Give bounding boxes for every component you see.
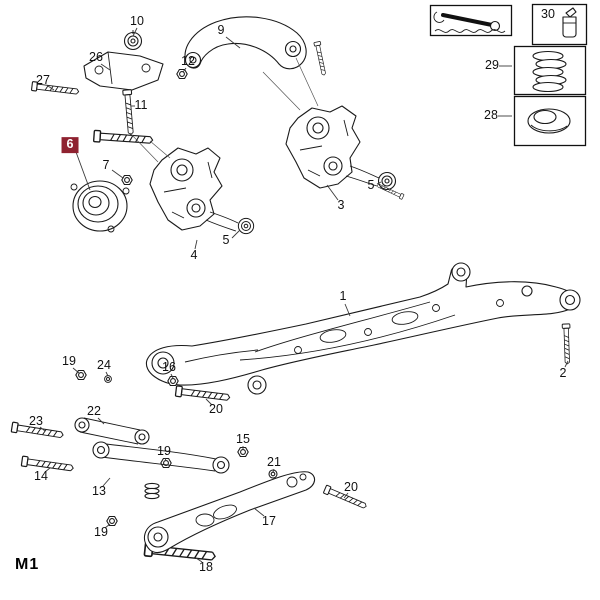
leader-line-27 bbox=[47, 85, 55, 91]
leader-line-19 bbox=[164, 457, 167, 462]
leader-line-16 bbox=[170, 373, 174, 379]
leader-line-4 bbox=[194, 239, 198, 250]
leader-line-17 bbox=[253, 507, 265, 517]
callout-19[interactable]: 19 bbox=[94, 525, 108, 540]
callout-23[interactable]: 23 bbox=[29, 414, 43, 429]
leader-line-19 bbox=[72, 367, 80, 374]
bolt-2 bbox=[561, 323, 572, 365]
leader-line-1 bbox=[344, 303, 351, 317]
part-trailing-arm-17 bbox=[143, 471, 316, 553]
callout-15[interactable]: 15 bbox=[236, 432, 250, 447]
bolt-20-a bbox=[174, 385, 231, 404]
callout-13[interactable]: 13 bbox=[92, 484, 106, 499]
callout-6[interactable]: 6 bbox=[61, 137, 79, 153]
callout-5[interactable]: 5 bbox=[367, 178, 375, 193]
leader-line-12 bbox=[182, 67, 187, 73]
callout-12[interactable]: 12 bbox=[181, 54, 195, 69]
seal-icon bbox=[527, 108, 571, 134]
callout-28[interactable]: 28 bbox=[484, 108, 498, 123]
nut-7 bbox=[121, 174, 133, 186]
leader-line-26 bbox=[100, 63, 111, 71]
leader-line-7 bbox=[111, 169, 124, 179]
leader-line-5 bbox=[231, 229, 241, 239]
callout-16[interactable]: 16 bbox=[162, 360, 176, 375]
part-subframe bbox=[145, 262, 581, 395]
callout-20[interactable]: 20 bbox=[209, 402, 223, 417]
part-knuckle-left-4 bbox=[149, 147, 239, 232]
part-small-coil bbox=[144, 482, 160, 500]
leader-line-21 bbox=[272, 468, 275, 473]
bushing-5-left bbox=[237, 217, 255, 235]
leader-line-18 bbox=[195, 557, 203, 563]
bolt-upper-arm bbox=[313, 40, 328, 77]
callout-1[interactable]: 1 bbox=[339, 289, 347, 304]
callout-29[interactable]: 29 bbox=[485, 58, 499, 73]
leader-lines-layer bbox=[39, 27, 569, 563]
grease-bottle-icon bbox=[562, 7, 577, 38]
callout-19[interactable]: 19 bbox=[157, 444, 171, 459]
part-upper-control-arm bbox=[184, 16, 307, 70]
leader-line-10 bbox=[132, 27, 138, 37]
callout-30[interactable]: 30 bbox=[541, 7, 555, 22]
leader-line-23 bbox=[39, 426, 46, 432]
leader-line-20 bbox=[343, 492, 349, 499]
leader-line-20 bbox=[205, 398, 213, 406]
part-link-22 bbox=[74, 417, 150, 445]
part-rod-13 bbox=[92, 441, 230, 474]
bolt-near-7 bbox=[92, 129, 154, 147]
legend-grease-box bbox=[531, 3, 588, 46]
leader-line-9 bbox=[225, 36, 241, 49]
callout-26[interactable]: 26 bbox=[89, 50, 103, 65]
callout-9[interactable]: 9 bbox=[217, 23, 225, 38]
callout-21[interactable]: 21 bbox=[267, 455, 281, 470]
callout-11[interactable]: 11 bbox=[134, 98, 148, 113]
part-hub-6 bbox=[70, 180, 130, 233]
leader-line-2 bbox=[564, 360, 569, 368]
callout-27[interactable]: 27 bbox=[36, 73, 50, 88]
drawing-code-label: M1 bbox=[15, 556, 40, 573]
callout-7[interactable]: 7 bbox=[102, 158, 110, 173]
callout-5[interactable]: 5 bbox=[222, 233, 230, 248]
callout-4[interactable]: 4 bbox=[190, 248, 198, 263]
callout-2[interactable]: 2 bbox=[559, 366, 567, 381]
callout-20[interactable]: 20 bbox=[344, 480, 358, 495]
callout-17[interactable]: 17 bbox=[262, 514, 276, 529]
nut-12 bbox=[176, 68, 188, 80]
leader-line-14 bbox=[44, 467, 51, 473]
callout-22[interactable]: 22 bbox=[87, 404, 101, 419]
callout-14[interactable]: 14 bbox=[34, 469, 48, 484]
coil-spring-icon bbox=[532, 50, 567, 93]
callout-24[interactable]: 24 bbox=[97, 358, 111, 373]
leader-line-22 bbox=[97, 417, 105, 425]
leader-line-3 bbox=[326, 184, 339, 201]
legend bbox=[429, 3, 588, 147]
assembly-lines bbox=[129, 57, 319, 163]
callout-3[interactable]: 3 bbox=[337, 198, 345, 213]
wrench-icon bbox=[433, 11, 506, 33]
leader-line-24 bbox=[105, 371, 109, 377]
callout-19[interactable]: 19 bbox=[62, 354, 76, 369]
callout-18[interactable]: 18 bbox=[199, 560, 213, 575]
part-knuckle-right-3 bbox=[285, 105, 380, 189]
leader-line-19 bbox=[104, 523, 111, 529]
leader-line-5 bbox=[376, 181, 382, 185]
leader-line-6 bbox=[75, 151, 91, 191]
part-bracket-26 bbox=[83, 51, 164, 91]
leader-line-13 bbox=[102, 477, 111, 487]
callout-10[interactable]: 10 bbox=[130, 14, 144, 29]
washer-24 bbox=[104, 375, 112, 383]
